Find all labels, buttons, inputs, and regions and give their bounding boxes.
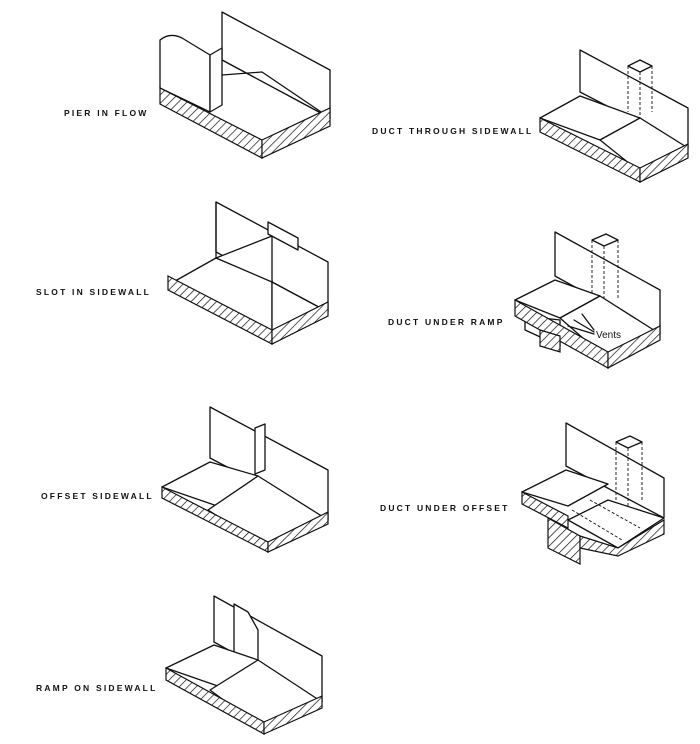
label-duct-under-ramp: DUCT UNDER RAMP (388, 317, 505, 327)
figure-slot-in-sidewall (167, 201, 329, 345)
figure-pier-in-flow (159, 11, 331, 159)
label-duct-through-sidewall: DUCT THROUGH SIDEWALL (372, 126, 534, 136)
figure-duct-under-offset (521, 422, 665, 565)
vents-annotation: Vents (596, 330, 622, 341)
label-offset-sidewall: OFFSET SIDEWALL (41, 491, 154, 501)
figure-offset-sidewall (161, 406, 329, 553)
figure-duct-under-ramp (514, 231, 661, 370)
label-ramp-on-sidewall: RAMP ON SIDEWALL (36, 683, 158, 693)
label-pier-in-flow: PIER IN FLOW (64, 108, 149, 118)
label-slot-in-sidewall: SLOT IN SIDEWALL (36, 287, 152, 297)
label-duct-under-offset: DUCT UNDER OFFSET (380, 503, 510, 513)
figure-ramp-on-sidewall (165, 595, 323, 736)
figure-duct-through-sidewall (539, 49, 689, 183)
